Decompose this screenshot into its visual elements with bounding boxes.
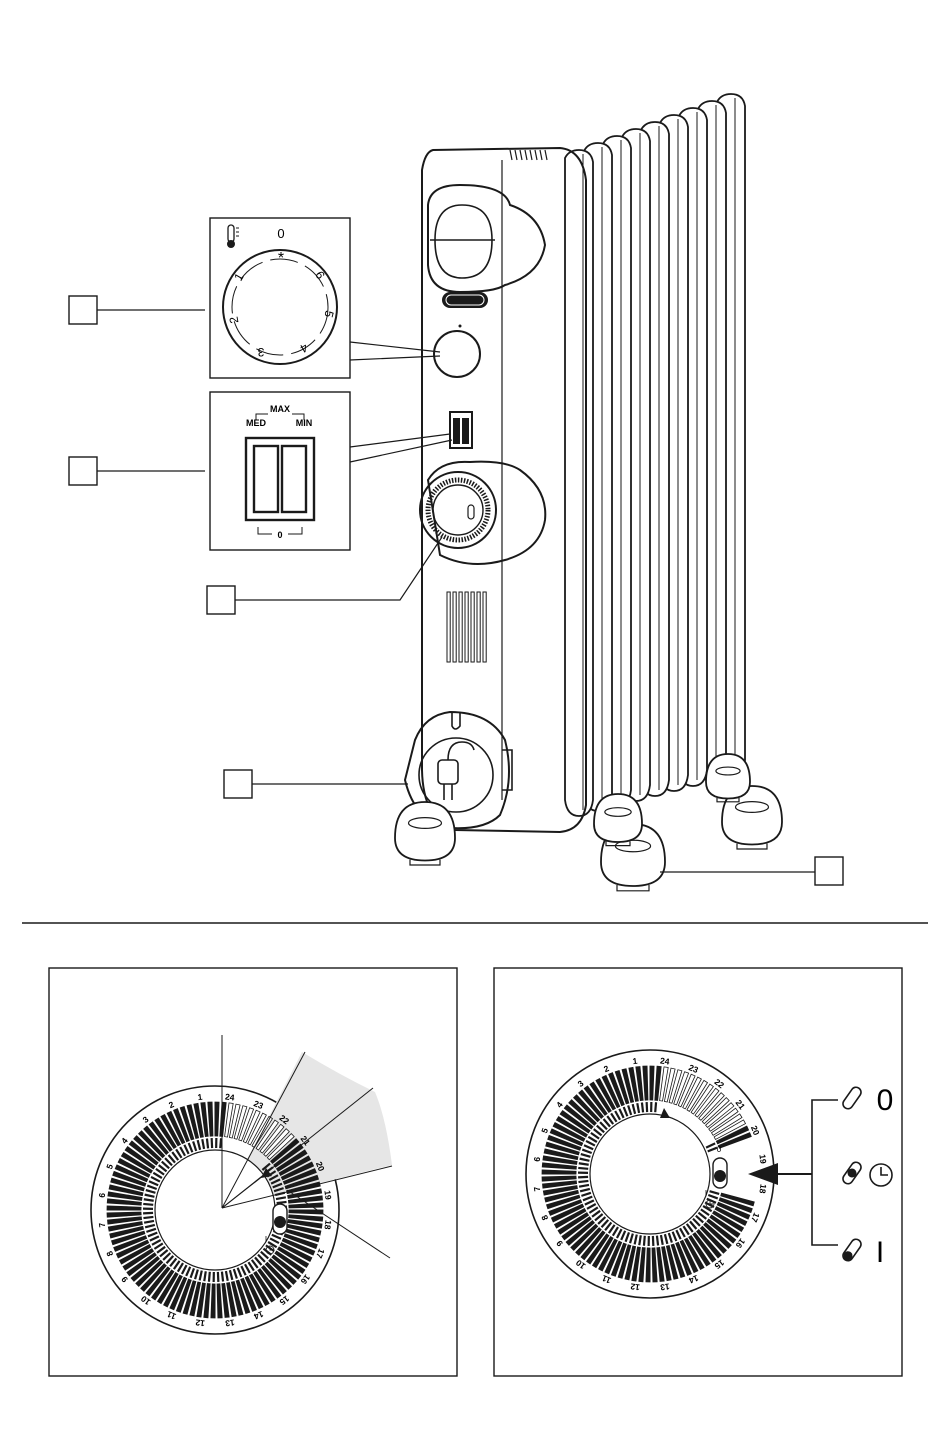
callout-box-b (69, 457, 97, 485)
castor-wheel (395, 802, 455, 865)
thermometer-icon (227, 225, 239, 248)
thermostat-mark-1: * (278, 250, 284, 267)
timer-hour-label: 19 (757, 1154, 768, 1165)
callout-box-a (69, 296, 97, 324)
thermostat-mark-3: 2 (226, 315, 241, 324)
switch-on-icon (841, 1237, 863, 1262)
radiator-front-panel (422, 148, 586, 832)
cord-storage-compartment (419, 738, 493, 812)
clock-icon (870, 1164, 892, 1186)
timer-hour-label: 18 (757, 1183, 768, 1194)
brand-logo (442, 292, 488, 308)
timer-hour-label: 12 (195, 1317, 206, 1328)
switch-detail-panel (210, 392, 350, 550)
thermostat-dial[interactable] (223, 250, 337, 364)
switch-min[interactable] (282, 446, 306, 512)
callout-box-e (815, 857, 843, 885)
air-vents (447, 592, 486, 662)
switch-off-icon (841, 1085, 863, 1110)
label-med: MED (246, 418, 267, 428)
callout-box-d (224, 770, 252, 798)
timer-on-mark: I (265, 1235, 267, 1244)
oil-radiator-illustration (395, 94, 782, 891)
switch-auto-icon (841, 1160, 863, 1185)
timer-off-mark: 0 (717, 1145, 722, 1154)
timer-hour-label: 13 (659, 1281, 670, 1292)
thermostat-mark-4: 3 (257, 345, 264, 359)
timer-mode-switch[interactable] (713, 1158, 727, 1188)
carry-handle (428, 185, 545, 292)
timer-mode-legend: 0 I (748, 1084, 893, 1269)
thermostat-mark-2: 1 (231, 270, 247, 283)
castor-wheel (706, 754, 750, 802)
castor-wheel (594, 794, 642, 846)
legend-on-symbol: I (876, 1236, 884, 1269)
timer-hour-label: 12 (630, 1281, 641, 1292)
timer-dial-right: 2412345678910111213141516171819202122230… (526, 1050, 774, 1298)
thermostat-knob[interactable] (434, 331, 480, 377)
radiator-fin (565, 150, 593, 816)
timer-knob[interactable] (420, 472, 496, 548)
label-min: MIN (296, 418, 313, 428)
timer-hour-label: 18 (322, 1219, 333, 1230)
timer-mode-switch[interactable] (273, 1204, 287, 1234)
timer-dial-left: 241234567891011121314151617181920212223I (91, 1035, 392, 1334)
label-max: MAX (270, 404, 290, 414)
timer-hour-label: 13 (224, 1317, 235, 1328)
switch-med[interactable] (254, 446, 278, 512)
timer-hour-label: 24 (224, 1091, 235, 1102)
legend-off-symbol: 0 (877, 1084, 894, 1117)
thermostat-mark-0: 0 (277, 226, 284, 241)
thermostat-mark-5: 4 (297, 340, 310, 356)
callout-box-c (207, 586, 235, 614)
radiator-fins (510, 94, 745, 816)
thermostat-mark-6: 5 (321, 309, 336, 319)
timer-hour-label: 24 (659, 1055, 670, 1066)
timer-hour-label: 19 (322, 1190, 333, 1201)
plug-icon (438, 742, 474, 800)
timer-on-mark: I (705, 1189, 707, 1198)
label-off: 0 (277, 530, 282, 540)
